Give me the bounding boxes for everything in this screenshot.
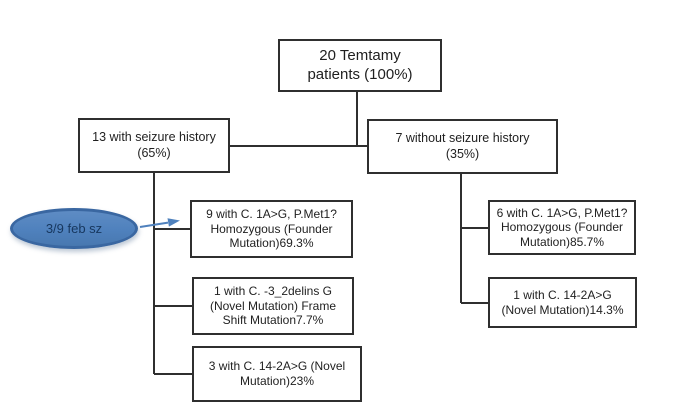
node-left-founder-mutation: 9 with C. 1A>G, P.Met1? Homozygous (Foun…	[190, 200, 353, 258]
node-total-patients-label: 20 Temtamy patients (100%)	[307, 47, 413, 83]
node-left-frameshift-mutation: 1 with C. -3_2delins G (Novel Mutation) …	[192, 277, 354, 335]
node-right-novel-mutation-label: 1 with C. 14-2A>G (Novel Mutation)14.3%	[501, 287, 624, 317]
node-without-seizure-history-label: 7 without seizure history (35%)	[395, 131, 530, 161]
annotation-arrow-icon	[139, 218, 180, 228]
node-right-founder-mutation-label: 6 with C. 1A>G, P.Met1? Homozygous (Foun…	[496, 205, 628, 249]
tree-connectors	[153, 92, 488, 375]
annotation-ellipse: 3/9 feb sz	[10, 208, 138, 249]
node-with-seizure-history-label: 13 with seizure history (65%)	[92, 130, 216, 160]
node-left-novel-mutation-label: 3 with C. 14-2A>G (Novel Mutation)23%	[208, 359, 346, 388]
node-total-patients: 20 Temtamy patients (100%)	[278, 39, 442, 92]
node-without-seizure-history: 7 without seizure history (35%)	[367, 119, 558, 174]
arrow-head	[167, 218, 180, 227]
node-with-seizure-history: 13 with seizure history (65%)	[78, 118, 230, 173]
node-right-founder-mutation: 6 with C. 1A>G, P.Met1? Homozygous (Foun…	[488, 200, 636, 255]
node-left-novel-mutation: 3 with C. 14-2A>G (Novel Mutation)23%	[192, 346, 362, 402]
annotation-label: 3/9 feb sz	[45, 221, 103, 236]
node-left-founder-mutation-label: 9 with C. 1A>G, P.Met1? Homozygous (Foun…	[206, 207, 337, 251]
node-left-frameshift-mutation-label: 1 with C. -3_2delins G (Novel Mutation) …	[209, 284, 337, 328]
node-right-novel-mutation: 1 with C. 14-2A>G (Novel Mutation)14.3%	[488, 277, 637, 328]
arrow-shaft	[139, 221, 169, 228]
